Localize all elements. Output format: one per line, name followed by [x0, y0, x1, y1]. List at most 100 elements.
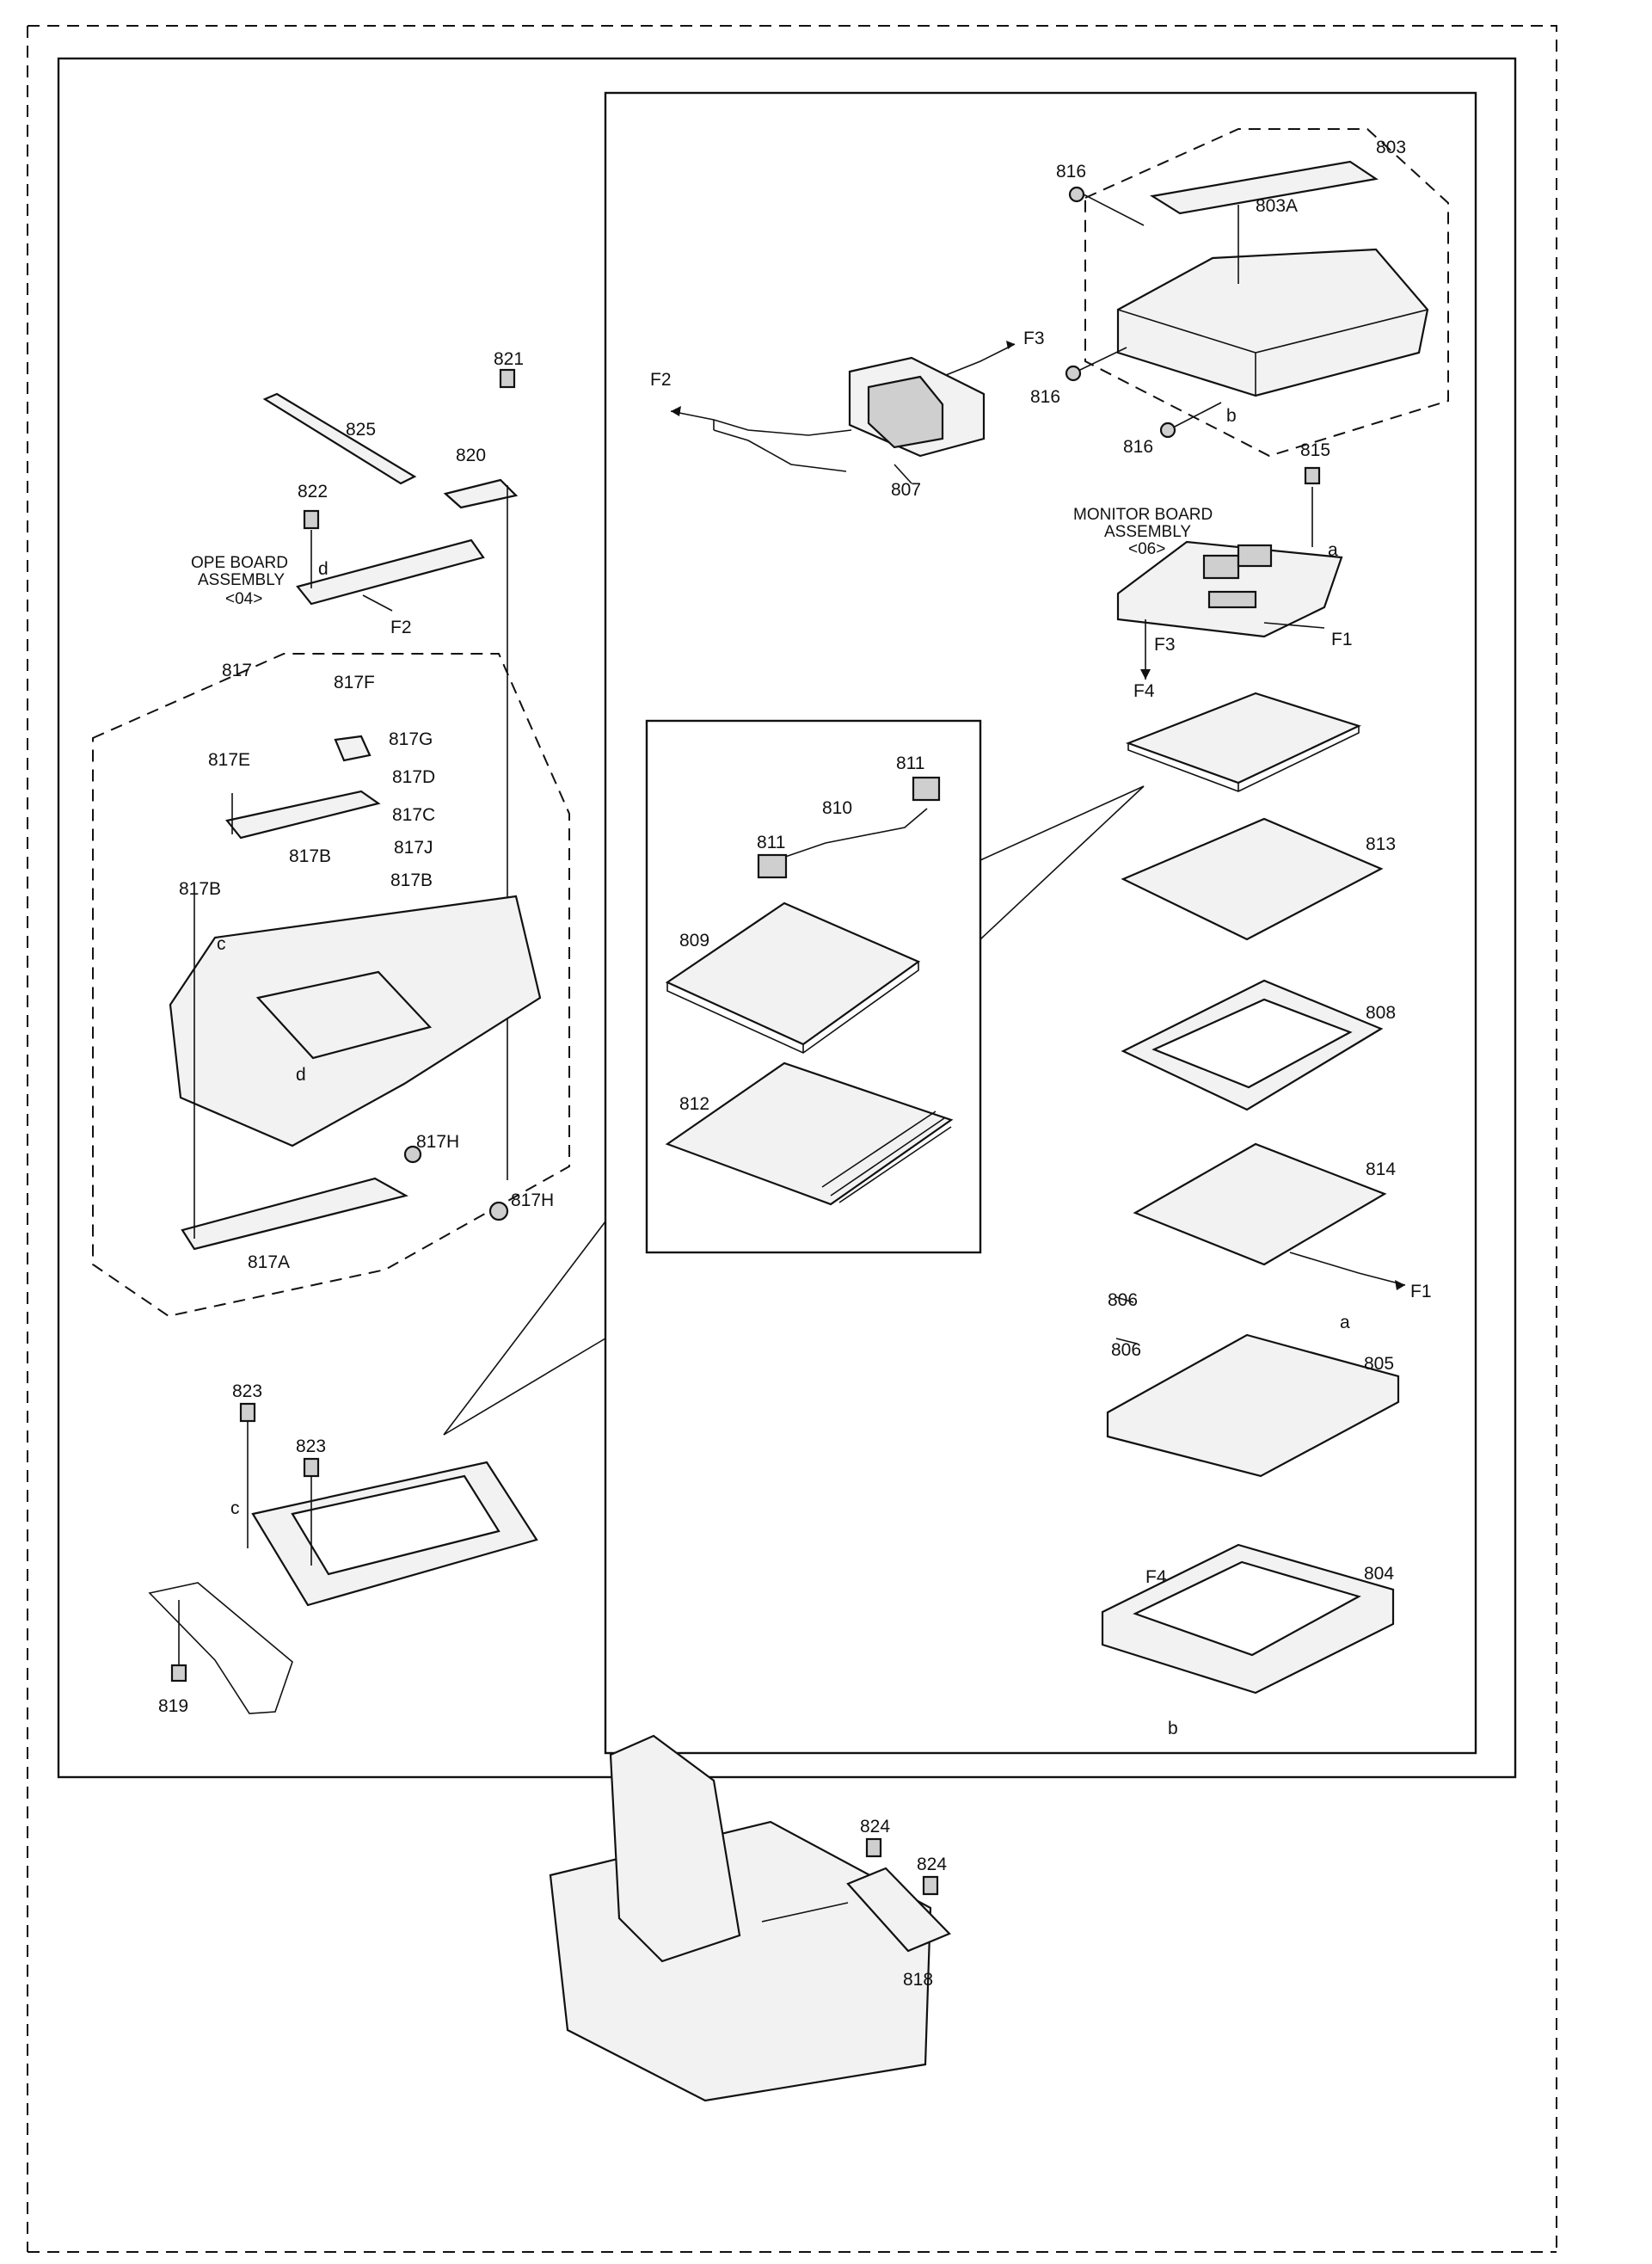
label-c: c — [230, 1498, 240, 1518]
label-817C: 817C — [392, 805, 435, 825]
main-frame — [57, 57, 1517, 1779]
part-817G — [334, 735, 372, 762]
group-817-boundary — [92, 653, 570, 1318]
label-803A: 803A — [1256, 196, 1298, 216]
monitor-board-label-1: MONITOR BOARD — [1073, 506, 1213, 524]
board-chip — [1207, 590, 1257, 609]
arrow-icon — [1006, 341, 1015, 349]
label-806: 806 — [1111, 1340, 1141, 1360]
unit-lcd-screen — [291, 1474, 501, 1576]
part-807-connector — [867, 375, 944, 449]
part-814-panel — [1133, 1142, 1387, 1266]
leader-807 — [894, 464, 912, 484]
label-807: 807 — [891, 480, 921, 500]
part-817H-foot — [403, 1145, 422, 1164]
label-820: 820 — [456, 446, 486, 465]
label-825: 825 — [346, 420, 376, 440]
connector-icon — [757, 853, 788, 879]
screw-icon — [499, 368, 516, 389]
label-a: a — [1340, 1313, 1350, 1332]
flex-F2-cable-edge — [713, 420, 847, 472]
screw-icon — [239, 1402, 256, 1423]
ope-board-label-3: <04> — [225, 590, 262, 608]
label-818: 818 — [903, 1970, 933, 1990]
part-809-top-panel-edge — [1127, 726, 1360, 792]
label-824: 824 — [860, 1817, 890, 1836]
label-824: 824 — [917, 1855, 947, 1874]
label-811: 811 — [896, 754, 924, 773]
part-monitor-board — [1116, 540, 1343, 638]
callout-line — [443, 1221, 606, 1436]
callout-line — [980, 785, 1145, 940]
label-817F: 817F — [334, 673, 375, 692]
screw-icon — [922, 1875, 939, 1896]
part-803-rear-cover — [1116, 248, 1429, 397]
arrow-icon — [1140, 669, 1151, 680]
label-F1: F1 — [1331, 630, 1353, 649]
part-812-sheet — [665, 1061, 954, 1206]
screw-icon — [170, 1664, 187, 1683]
part-817E-bracket — [225, 790, 381, 840]
screw-icon — [1065, 347, 1127, 382]
label-819: 819 — [158, 1696, 188, 1716]
camcorder-body — [549, 1820, 932, 2102]
part-806-springs — [1115, 1296, 1138, 1344]
part-803-edges — [1117, 309, 1428, 396]
label-816: 816 — [1056, 162, 1086, 181]
label-817D: 817D — [392, 767, 435, 787]
label-823: 823 — [296, 1437, 326, 1456]
label-a: a — [1328, 540, 1338, 560]
label-806: 806 — [1108, 1290, 1138, 1310]
label-b: b — [1168, 1719, 1178, 1738]
part-813-sheet — [1121, 817, 1384, 941]
label-d: d — [296, 1065, 306, 1085]
label-F3: F3 — [1154, 635, 1176, 655]
label-817G: 817G — [389, 729, 433, 749]
flex-F3-cable — [945, 343, 1016, 376]
part-ope-board — [296, 538, 485, 606]
part-817A-rail — [181, 1177, 408, 1251]
arrow-icon — [671, 406, 681, 416]
label-F2: F2 — [650, 370, 672, 390]
part-809-lcd — [665, 901, 921, 1046]
board-chip — [1202, 554, 1240, 580]
label-812: 812 — [679, 1094, 709, 1114]
part-817H-foot — [488, 1201, 509, 1221]
flex-819 — [148, 1582, 293, 1714]
label-823: 823 — [232, 1381, 262, 1401]
screw-icon — [865, 1837, 882, 1858]
connector-icon — [912, 776, 941, 802]
lcd-subframe — [645, 719, 982, 1254]
label-817B: 817B — [289, 846, 331, 866]
label-808: 808 — [1366, 1003, 1396, 1023]
arrow-icon — [1395, 1280, 1405, 1290]
part-812-stripes — [821, 1110, 952, 1203]
label-803: 803 — [1376, 138, 1406, 157]
label-810: 810 — [822, 798, 852, 818]
label-811: 811 — [757, 833, 785, 852]
label-814: 814 — [1366, 1160, 1396, 1179]
label-F4: F4 — [1145, 1567, 1167, 1587]
screw-icon — [303, 1457, 320, 1478]
label-817J: 817J — [394, 838, 433, 858]
label-c: c — [217, 934, 226, 954]
part-817-chassis-recess — [255, 970, 433, 1060]
label-817B: 817B — [390, 871, 433, 890]
ope-board-label-2: ASSEMBLY — [198, 571, 285, 589]
part-805-holder — [1106, 1333, 1400, 1478]
label-813: 813 — [1366, 834, 1396, 854]
screw-icon — [303, 509, 320, 530]
label-816: 816 — [1123, 437, 1153, 457]
screw-icon — [1304, 466, 1321, 485]
label-F4: F4 — [1133, 681, 1155, 701]
label-817B: 817B — [179, 879, 221, 899]
monitor-detail-frame — [604, 91, 1477, 1755]
group-803-boundary — [1084, 128, 1449, 458]
part-820-bracket — [443, 478, 519, 509]
label-d: d — [318, 559, 329, 579]
part-804-window — [1133, 1560, 1361, 1657]
label-822: 822 — [298, 482, 328, 501]
label-F1: F1 — [1410, 1282, 1432, 1301]
label-F3: F3 — [1023, 329, 1045, 348]
callout-line — [980, 785, 1145, 861]
